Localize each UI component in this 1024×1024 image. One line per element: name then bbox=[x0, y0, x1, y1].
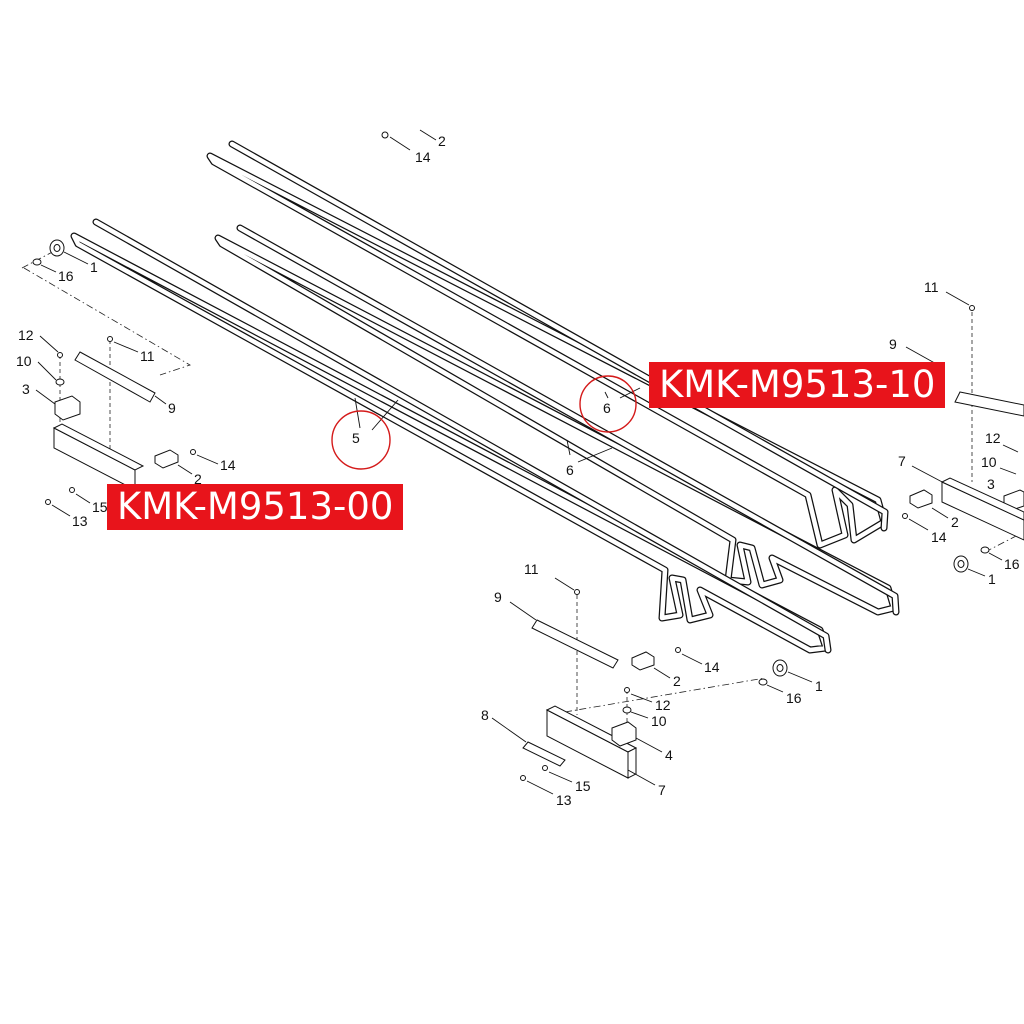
label-12: 12 bbox=[18, 327, 34, 343]
left-assembly: 1 16 12 10 3 11 9 14 2 15 bbox=[16, 239, 236, 529]
label-16: 16 bbox=[58, 268, 74, 284]
label-1c: 1 bbox=[815, 678, 823, 694]
label-11: 11 bbox=[140, 348, 155, 364]
label-16r: 16 bbox=[1004, 556, 1020, 572]
label-2b: 2 bbox=[194, 471, 202, 487]
belt-upper-pair bbox=[206, 140, 889, 549]
label-2: 2 bbox=[438, 133, 446, 149]
label-2c: 2 bbox=[673, 673, 681, 689]
label-10: 10 bbox=[16, 353, 32, 369]
label-9r: 9 bbox=[889, 336, 897, 352]
label-15: 15 bbox=[92, 499, 108, 515]
label-9: 9 bbox=[168, 400, 176, 416]
label-2r: 2 bbox=[951, 514, 959, 530]
label-11c: 11 bbox=[524, 561, 539, 577]
part-number-callout-5: KMK-M9513-00 bbox=[107, 484, 404, 530]
label-12r: 12 bbox=[985, 430, 1001, 446]
label-11r: 11 bbox=[924, 279, 939, 295]
label-12c: 12 bbox=[655, 697, 671, 713]
label-14b: 14 bbox=[220, 457, 236, 473]
highlight-circle-6 bbox=[579, 375, 637, 433]
label-7r: 7 bbox=[898, 453, 906, 469]
label-8c: 8 bbox=[481, 707, 489, 723]
top-hardware: 2 14 bbox=[381, 129, 446, 165]
label-10c: 10 bbox=[651, 713, 667, 729]
label-14: 14 bbox=[415, 149, 431, 165]
label-4c: 4 bbox=[665, 747, 673, 763]
label-5: 5 bbox=[352, 430, 360, 446]
right-assembly: 11 9 12 10 3 7 2 14 16 1 bbox=[889, 279, 1024, 587]
label-6-upper: 6 bbox=[603, 400, 611, 416]
belt-lower-pair bbox=[70, 218, 832, 654]
label-1r: 1 bbox=[988, 571, 996, 587]
label-13: 13 bbox=[72, 513, 88, 529]
label-3r: 3 bbox=[987, 476, 995, 492]
label-1: 1 bbox=[90, 259, 98, 275]
label-14c: 14 bbox=[704, 659, 720, 675]
label-3: 3 bbox=[22, 381, 30, 397]
label-14r: 14 bbox=[931, 529, 947, 545]
label-15c: 15 bbox=[575, 778, 591, 794]
label-7c: 7 bbox=[658, 782, 666, 798]
label-6-lower: 6 bbox=[566, 462, 574, 478]
center-assembly: 11 9 14 2 1 16 12 10 7 4 bbox=[481, 561, 823, 808]
belt-middle-pair bbox=[214, 224, 900, 616]
label-16c: 16 bbox=[786, 690, 802, 706]
belt-labels: 5 6 6 bbox=[331, 375, 641, 478]
label-13c: 13 bbox=[556, 792, 572, 808]
label-10r: 10 bbox=[981, 454, 997, 470]
part-number-callout-6: KMK-M9513-10 bbox=[649, 362, 946, 408]
highlight-circle-5 bbox=[331, 410, 391, 470]
label-9c: 9 bbox=[494, 589, 502, 605]
